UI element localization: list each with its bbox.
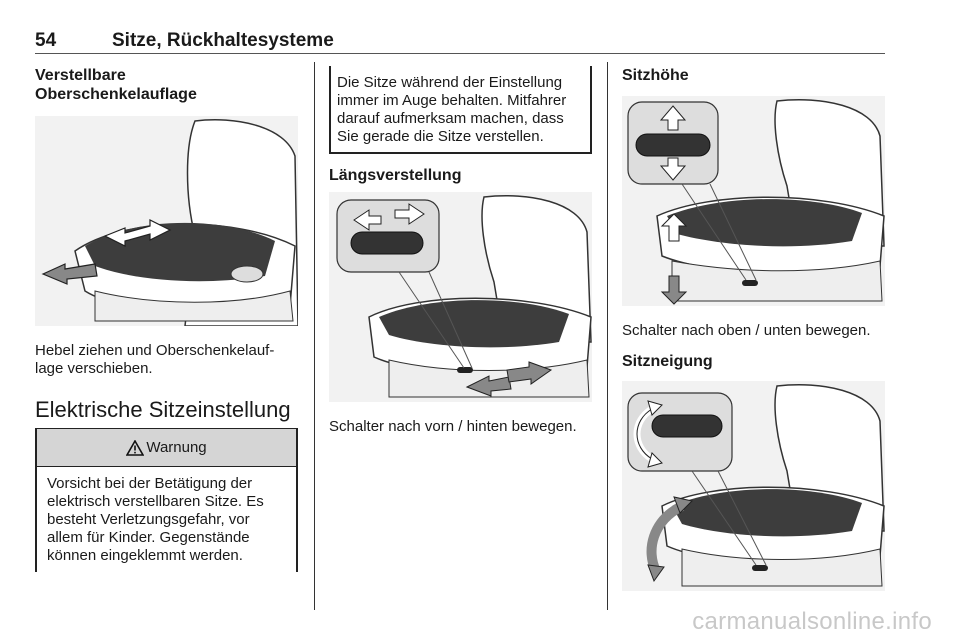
column-divider-right (607, 62, 608, 610)
caution-note: Die Sitze während der Einstellung immer … (329, 66, 592, 154)
longitudinal-heading: Längsverstellung (329, 167, 462, 184)
warning-header: Warnung (37, 429, 296, 467)
seat-tilt-heading: Sitzneigung (622, 353, 713, 370)
warning-box: Warnung Vorsicht bei der Betätigung der … (35, 428, 298, 572)
longitudinal-caption: Schalter nach vorn / hinten bewegen. (329, 418, 577, 435)
thigh-support-heading: Verstellbare Oberschenkelauflage (35, 67, 197, 103)
watermark: carmanualsonline.info (692, 608, 932, 635)
warning-title: Warnung (146, 439, 207, 456)
column-divider-left (314, 62, 315, 610)
seat-tilt-illustration (622, 381, 885, 591)
seat-height-heading: Sitzhöhe (622, 67, 689, 84)
seat-height-caption: Schalter nach oben / unten bewegen. (622, 322, 871, 339)
seat-height-illustration (622, 96, 885, 306)
longitudinal-illustration (329, 192, 592, 402)
thigh-support-caption: Hebel ziehen und Oberschenkelauf- lage v… (35, 342, 275, 377)
chapter-title: Sitze, Rückhaltesysteme (112, 30, 334, 51)
thigh-support-illustration (35, 116, 298, 326)
warning-triangle-icon (126, 439, 145, 456)
page-number: 54 (35, 30, 57, 51)
warning-text: Vorsicht bei der Betätigung der elektris… (47, 475, 264, 564)
page-header: 54 Sitze, Rückhaltesysteme (35, 28, 885, 54)
section-title: Elektrische Sitzeinstellung (35, 397, 291, 422)
